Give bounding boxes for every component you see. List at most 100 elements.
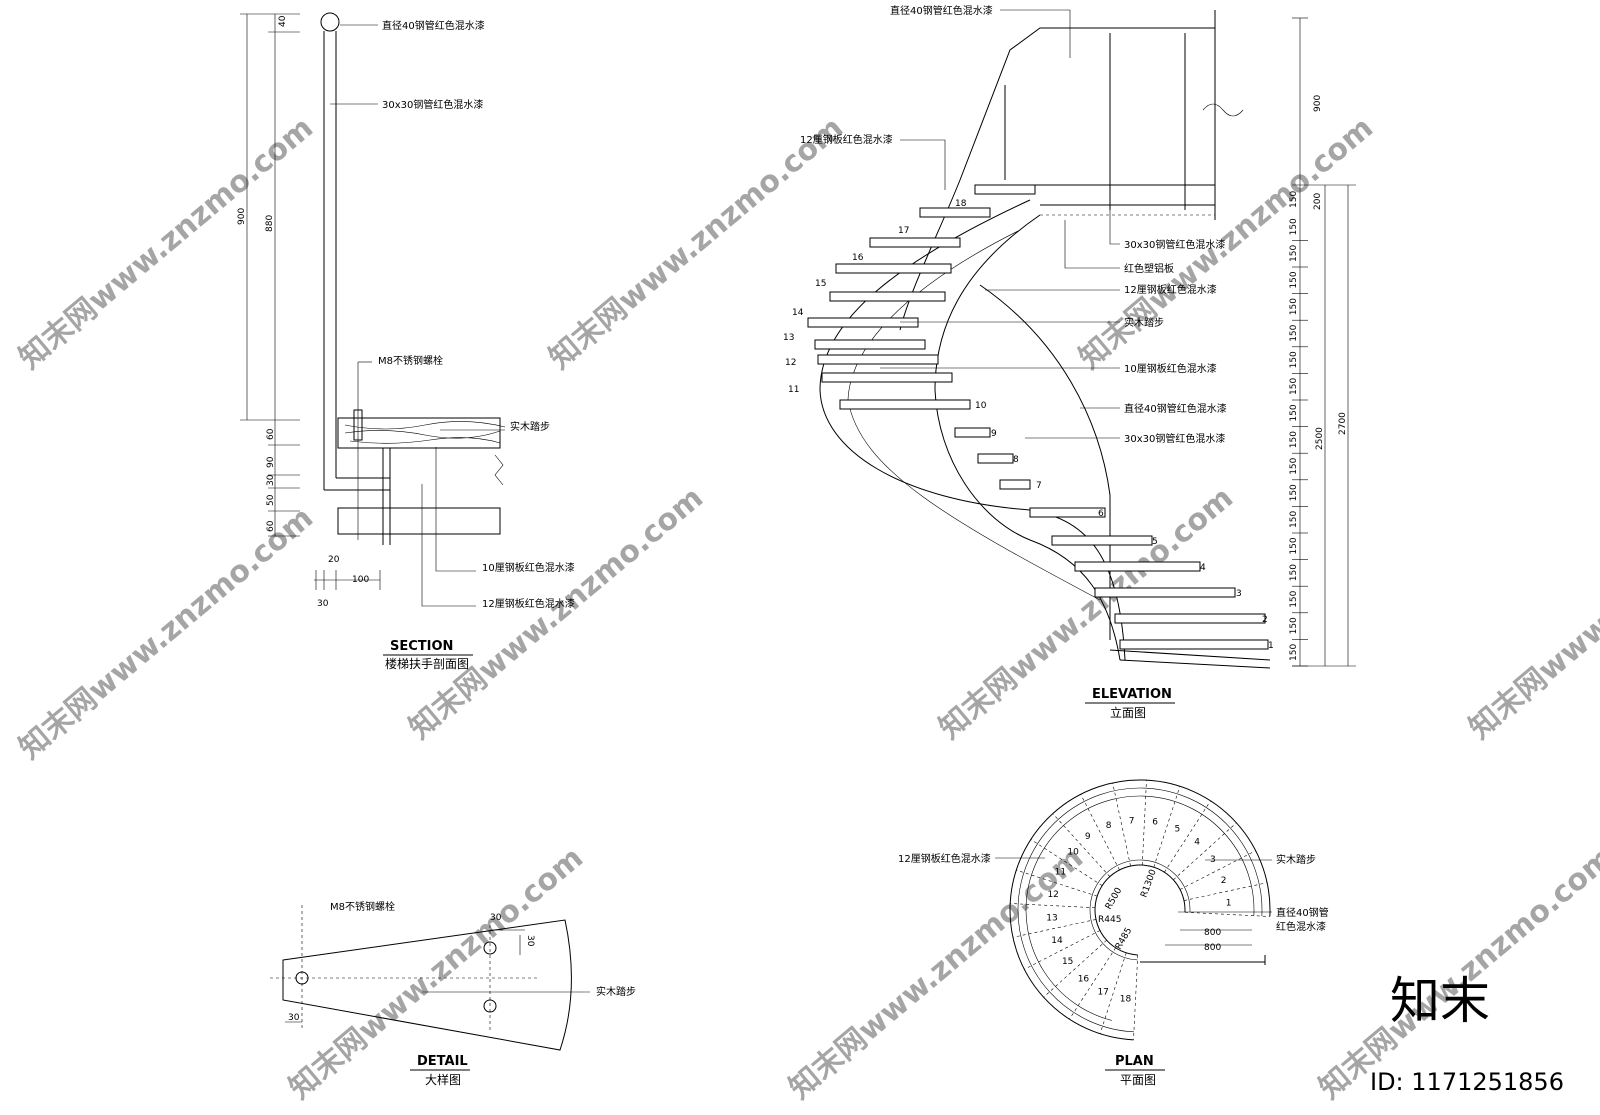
label-post-b: 30x30钢管红色混水漆 bbox=[1124, 432, 1225, 445]
elevation-tread bbox=[1114, 613, 1266, 624]
riser-dim: 150 bbox=[1289, 484, 1299, 501]
detail-subtitle: 大样图 bbox=[425, 1072, 461, 1087]
plan-step-number: 12 bbox=[1047, 890, 1058, 900]
elevation-step-number: 16 bbox=[852, 253, 864, 263]
plan-title: PLAN bbox=[1115, 1054, 1154, 1069]
plan-tread-line bbox=[1016, 869, 1098, 897]
label-tread: 实木踏步 bbox=[1124, 316, 1164, 329]
label-rail-line2: 红色混水漆 bbox=[1276, 920, 1326, 933]
plan-step-number: 17 bbox=[1097, 987, 1108, 997]
riser-dim: 150 bbox=[1289, 537, 1299, 554]
riser-dim: 150 bbox=[1289, 218, 1299, 235]
label-plate12: 12厘钢板红色混水漆 bbox=[898, 852, 991, 865]
plan-tread-line bbox=[1099, 952, 1127, 1034]
section-title: SECTION bbox=[390, 639, 453, 654]
plan-step-number: 4 bbox=[1194, 837, 1200, 847]
riser-dim: 150 bbox=[1289, 245, 1299, 262]
riser-dim: 150 bbox=[1289, 590, 1299, 607]
riser-dim: 150 bbox=[1289, 644, 1299, 661]
plan-step-number: 8 bbox=[1106, 821, 1112, 831]
label-plate12-top: 12厘钢板红色混水漆 bbox=[800, 133, 893, 146]
plan-tread-line bbox=[1153, 786, 1181, 868]
brand-logo: 知末 bbox=[1390, 972, 1490, 1030]
label-post: 30x30钢管红色混水漆 bbox=[382, 98, 483, 111]
radius-r1300: R1300 bbox=[1139, 868, 1158, 899]
elevation-tread bbox=[919, 207, 991, 218]
elevation-step-number: 4 bbox=[1200, 563, 1206, 573]
landing-tread bbox=[974, 184, 1036, 195]
elevation-tread bbox=[817, 354, 939, 365]
elevation-tread bbox=[807, 317, 919, 328]
riser-dim: 150 bbox=[1289, 271, 1299, 288]
label-post-a: 30x30钢管红色混水漆 bbox=[1124, 238, 1225, 251]
dim-150-top: 150 bbox=[1289, 191, 1299, 208]
elevation-tread bbox=[977, 453, 1014, 464]
plan-tread-line bbox=[1080, 794, 1120, 871]
watermark-text: 知末网www.znzmo.com bbox=[933, 480, 1240, 746]
riser-dim: 150 bbox=[1289, 324, 1299, 341]
elevation-step-number: 18 bbox=[955, 199, 967, 209]
label-bolt: M8不锈钢螺栓 bbox=[378, 354, 443, 367]
bolt-icon bbox=[483, 941, 497, 955]
elevation-tread bbox=[1051, 535, 1153, 546]
plan-step-number: 16 bbox=[1078, 975, 1090, 985]
dim-40: 40 bbox=[278, 15, 288, 27]
elevation-step-number: 2 bbox=[1262, 615, 1268, 625]
riser-dim: 150 bbox=[1289, 404, 1299, 421]
radius-r485: R485 bbox=[1114, 926, 1134, 951]
plan-tread-line bbox=[1133, 954, 1139, 1040]
elevation-step-number: 15 bbox=[815, 279, 826, 289]
plan-subtitle: 平面图 bbox=[1120, 1073, 1156, 1087]
label-rail-line1: 直径40钢管 bbox=[1276, 906, 1329, 919]
elevation-tread bbox=[821, 372, 953, 383]
plan-tread-line bbox=[1052, 813, 1111, 877]
plan-tread-line bbox=[1112, 782, 1131, 867]
label-tread: 实木踏步 bbox=[510, 420, 550, 433]
elevation-treads bbox=[807, 184, 1269, 650]
plan-step-number: 7 bbox=[1129, 816, 1135, 826]
dim-30c: 30 bbox=[288, 1013, 300, 1023]
riser-dim: 150 bbox=[1289, 351, 1299, 368]
section-view: 40 900 880 60 90 30 50 60 20 100 30 直径4 bbox=[237, 12, 575, 671]
elevation-subtitle: 立面图 bbox=[1110, 705, 1146, 720]
elevation-step-number: 1 bbox=[1268, 641, 1274, 651]
riser-dim: 150 bbox=[1289, 378, 1299, 395]
elevation-step-number: 17 bbox=[898, 226, 909, 236]
watermark-text: 知末网www.znzmo.com bbox=[783, 840, 1090, 1106]
label-plate10: 10厘钢板红色混水漆 bbox=[1124, 362, 1217, 375]
plan-handrail bbox=[1025, 795, 1255, 1021]
dim-30-bottom: 30 bbox=[317, 599, 329, 609]
label-rail: 直径40钢管红色混水漆 bbox=[1124, 402, 1227, 415]
plan-tread-line bbox=[1012, 919, 1097, 938]
label-tread: 实木踏步 bbox=[596, 985, 636, 998]
dim-90: 90 bbox=[266, 456, 276, 468]
watermark-text: 知末网www.znzmo.com bbox=[543, 110, 850, 376]
dim-100: 100 bbox=[352, 575, 369, 585]
plan-geometry bbox=[1009, 779, 1271, 1041]
dim-900: 900 bbox=[1313, 95, 1323, 112]
elevation-riser-dims: 1501501501501501501501501501501501501501… bbox=[1289, 218, 1308, 667]
detail-view: 30 30 30 实木踏步 M8不锈钢螺栓 DETAIL 大样图 bbox=[270, 900, 636, 1087]
dim-900: 900 bbox=[237, 208, 247, 225]
detail-title: DETAIL bbox=[417, 1054, 468, 1069]
plan-step-number: 14 bbox=[1051, 936, 1063, 946]
handrail-section bbox=[320, 12, 340, 32]
dim-2700: 2700 bbox=[1338, 412, 1348, 435]
plan-step-number: 5 bbox=[1175, 825, 1181, 835]
label-rail: 直径40钢管红色混水漆 bbox=[382, 19, 485, 32]
riser-dim: 150 bbox=[1289, 457, 1299, 474]
plan-tread-line bbox=[1030, 839, 1103, 886]
elevation-step-number: 14 bbox=[792, 308, 804, 318]
plan-tread-line bbox=[1010, 903, 1096, 909]
elevation-tread bbox=[839, 399, 971, 410]
radius-r445: R445 bbox=[1098, 915, 1121, 925]
plan-tread-line bbox=[1024, 930, 1101, 970]
label-rail-top: 直径40钢管红色混水漆 bbox=[890, 4, 993, 17]
dim-200: 200 bbox=[1313, 193, 1323, 210]
dim-50: 50 bbox=[266, 494, 276, 506]
tread-plan-shape bbox=[282, 919, 572, 1051]
watermark-text: 知末网www.znzmo.com bbox=[1073, 110, 1380, 376]
elevation-step-number: 9 bbox=[991, 429, 997, 439]
elevation-step-number: 3 bbox=[1236, 589, 1242, 599]
